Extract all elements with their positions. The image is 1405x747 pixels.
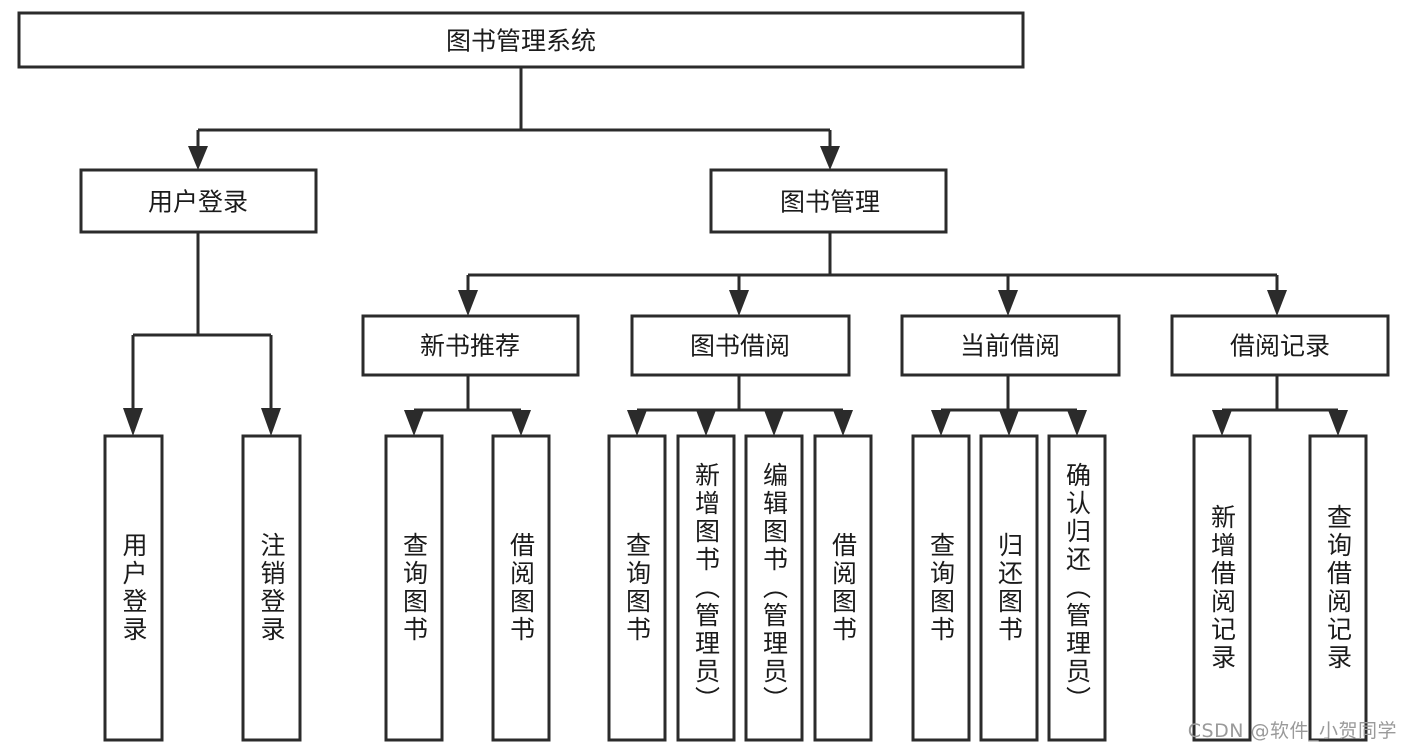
- node-label-book-manage: 图书管理: [780, 188, 880, 217]
- connector-group-book-borrow: [627, 375, 853, 436]
- arrowhead-current-borrow: [998, 290, 1018, 316]
- node-box-borrow-record[interactable]: [1170, 314, 1390, 377]
- connector-group-new-book: [404, 375, 531, 436]
- leaf-box-user-login-2[interactable]: [241, 434, 302, 742]
- leaf-box-book-borrow-2[interactable]: [676, 434, 736, 742]
- node-label-new-book: 新书推荐: [420, 332, 520, 361]
- leaf-box-borrow-record-2[interactable]: [1308, 434, 1368, 742]
- arrowhead-leaf-user-login-1: [123, 408, 143, 436]
- arrowhead-book-manage: [820, 146, 840, 170]
- node-box-current-borrow[interactable]: [900, 314, 1121, 377]
- leaf-box-borrow-record-1[interactable]: [1192, 434, 1252, 742]
- arrowhead-user-login: [188, 146, 208, 170]
- node-box-book-manage[interactable]: [709, 168, 948, 234]
- leaf-box-book-borrow-3[interactable]: [744, 434, 804, 742]
- leaf-box-current-borrow-3[interactable]: [1047, 434, 1107, 742]
- arrowhead-leaf-borrow-record-2: [1328, 410, 1348, 436]
- arrowhead-leaf-current-borrow-1: [931, 410, 951, 436]
- arrowhead-leaf-book-borrow-3: [764, 410, 784, 436]
- node-box-root[interactable]: [17, 11, 1025, 69]
- arrowhead-leaf-current-borrow-2: [999, 410, 1019, 436]
- arrowhead-leaf-new-book-2: [511, 410, 531, 436]
- node-label-user-login: 用户登录: [148, 188, 248, 217]
- connector-group-root: [188, 67, 840, 170]
- arrowhead-leaf-book-borrow-1: [627, 410, 647, 436]
- arrowhead-leaf-borrow-record-1: [1212, 410, 1232, 436]
- arrowhead-book-borrow: [729, 290, 749, 316]
- leaf-box-current-borrow-1[interactable]: [911, 434, 971, 742]
- arrowhead-leaf-user-login-2: [261, 408, 281, 436]
- leaf-box-user-login-1[interactable]: [103, 434, 164, 742]
- node-box-book-borrow[interactable]: [630, 314, 851, 377]
- arrowhead-leaf-book-borrow-2: [696, 410, 716, 436]
- node-label-current-borrow: 当前借阅: [960, 332, 1060, 361]
- connector-group-borrow-record: [1212, 375, 1348, 436]
- connector-group-book-manage: [458, 232, 1287, 316]
- connector-group-current-borrow: [931, 375, 1087, 436]
- connector-group-user-login: [123, 232, 281, 436]
- node-box-new-book[interactable]: [361, 314, 580, 377]
- leaf-box-new-book-1[interactable]: [384, 434, 444, 742]
- node-label-root: 图书管理系统: [446, 27, 596, 56]
- leaf-box-book-borrow-4[interactable]: [813, 434, 873, 742]
- node-label-borrow-record: 借阅记录: [1230, 332, 1330, 361]
- node-label-book-borrow: 图书借阅: [690, 332, 790, 361]
- arrowhead-leaf-book-borrow-4: [833, 410, 853, 436]
- leaf-box-book-borrow-1[interactable]: [607, 434, 667, 742]
- arrowhead-new-book: [458, 290, 478, 316]
- arrowhead-leaf-current-borrow-3: [1067, 410, 1087, 436]
- leaf-box-current-borrow-2[interactable]: [979, 434, 1039, 742]
- arrowhead-borrow-record: [1267, 290, 1287, 316]
- node-box-user-login[interactable]: [79, 168, 318, 234]
- leaf-box-new-book-2[interactable]: [491, 434, 551, 742]
- arrowhead-leaf-new-book-1: [404, 410, 424, 436]
